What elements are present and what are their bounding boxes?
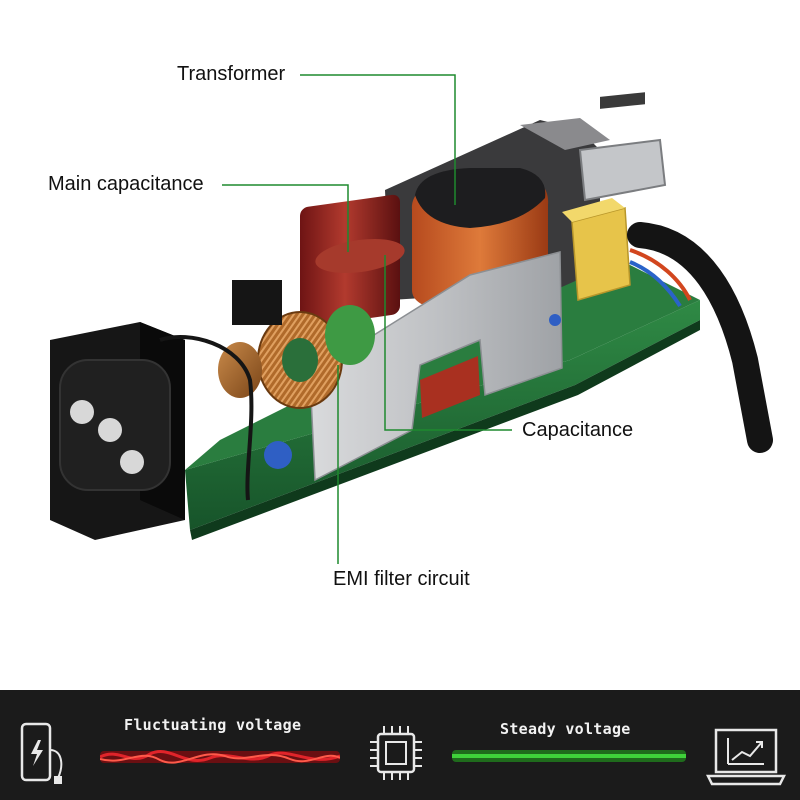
ac-inlet bbox=[50, 322, 185, 540]
steady-voltage-line bbox=[452, 750, 686, 762]
output-wire-blue bbox=[629, 260, 682, 308]
laptop-chart-icon bbox=[706, 728, 786, 786]
fluctuating-voltage-label: Fluctuating voltage bbox=[124, 716, 302, 734]
inlet-wire bbox=[159, 334, 254, 501]
chip-icon bbox=[370, 726, 422, 780]
label-capacitance: Capacitance bbox=[522, 419, 634, 441]
emi-coil-green bbox=[325, 305, 375, 365]
usb-slot bbox=[600, 92, 645, 109]
power-supply-diagram bbox=[50, 74, 773, 564]
front-shield bbox=[309, 251, 563, 482]
transformer-core bbox=[415, 168, 546, 228]
blue-capacitor-2 bbox=[549, 314, 561, 326]
leader-main-capacitance bbox=[222, 184, 349, 252]
main-capacitor bbox=[300, 194, 405, 327]
phone-charging-icon bbox=[20, 722, 63, 784]
label-main-capacitance: Main capacitance bbox=[48, 173, 204, 195]
label-emi-filter: EMI filter circuit bbox=[333, 568, 470, 590]
emi-coil bbox=[257, 311, 343, 409]
output-cable bbox=[627, 222, 773, 453]
back-shield-top bbox=[520, 118, 610, 150]
usb-port bbox=[578, 138, 667, 202]
label-transformer: Transformer bbox=[177, 63, 286, 85]
steady-voltage-label: Steady voltage bbox=[500, 720, 631, 738]
voltage-comparison-bar: Fluctuating voltage Steady voltage bbox=[0, 690, 800, 800]
front-shield-window bbox=[420, 356, 480, 418]
y-capacitor-top bbox=[562, 198, 625, 222]
pcb-board bbox=[185, 300, 700, 530]
pcb-edge bbox=[190, 320, 700, 540]
fluctuating-voltage-wave bbox=[100, 750, 340, 764]
relay-block bbox=[232, 280, 282, 325]
output-wire-red bbox=[629, 248, 692, 301]
blue-capacitor bbox=[264, 441, 292, 469]
y-capacitor bbox=[571, 207, 631, 301]
leader-capacitance bbox=[384, 255, 512, 431]
leader-transformer bbox=[300, 74, 456, 205]
